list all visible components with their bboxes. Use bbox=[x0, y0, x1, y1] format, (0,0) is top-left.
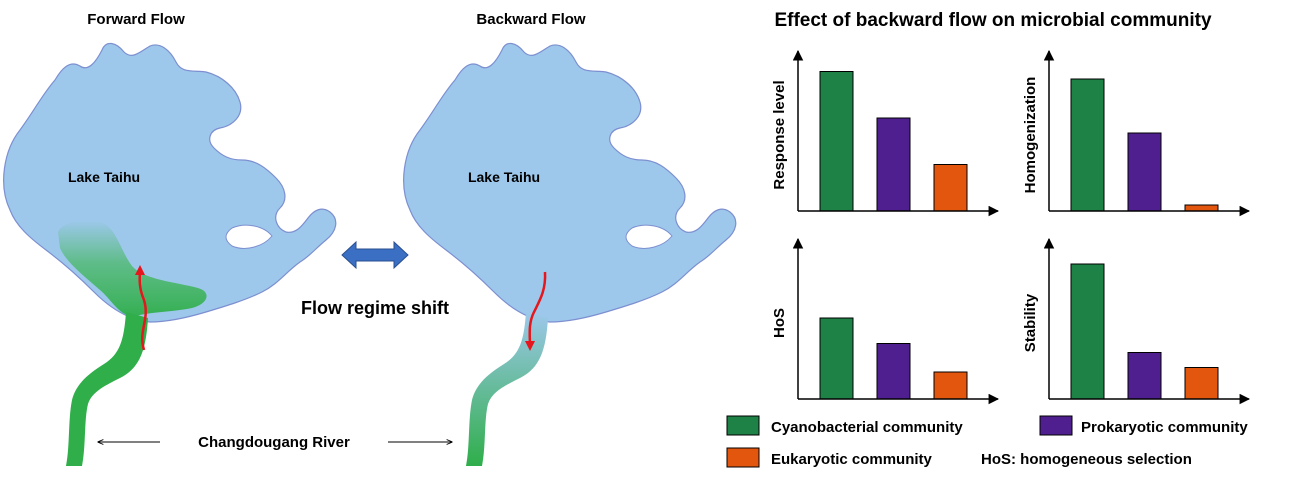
island-left bbox=[225, 224, 273, 249]
legend-label-prokaryotic: Prokaryotic community bbox=[1081, 419, 1248, 436]
backward-flow-arrow bbox=[524, 271, 547, 351]
legend-swatch-prokaryotic bbox=[1039, 415, 1073, 436]
changdougang-river-label: Changdougang River bbox=[198, 434, 350, 451]
flow-regime-shift-label: Flow regime shift bbox=[301, 298, 449, 318]
y-axis-label: Homogenization bbox=[1022, 77, 1039, 194]
bar-chart-1: Response level bbox=[771, 49, 1000, 217]
bar-prokaryotic bbox=[876, 343, 911, 400]
island-right bbox=[625, 224, 673, 249]
y-axis-label: Response level bbox=[771, 80, 788, 189]
y-axis-label: HoS bbox=[771, 308, 788, 338]
flow-regime-shift-arrow bbox=[341, 240, 409, 270]
bar-prokaryotic bbox=[1127, 352, 1162, 400]
y-axis-label: Stability bbox=[1022, 293, 1039, 352]
forward-flow-arrow bbox=[134, 265, 147, 351]
legend-label-eukaryotic: Eukaryotic community bbox=[771, 451, 933, 468]
lake-taihu-label-right: Lake Taihu bbox=[468, 169, 540, 185]
bar-chart-3: HoS bbox=[771, 237, 1000, 405]
river-right bbox=[466, 312, 548, 466]
river-left bbox=[66, 312, 148, 466]
bar-eukaryotic bbox=[933, 371, 968, 400]
lake-taihu-label-left: Lake Taihu bbox=[68, 169, 140, 185]
legend: Cyanobacterial community Prokaryotic com… bbox=[726, 415, 1248, 468]
lake-taihu-left bbox=[3, 42, 337, 323]
algal-plume-left bbox=[58, 220, 207, 317]
bar-prokaryotic bbox=[1127, 132, 1162, 212]
bar-chart-2: Homogenization bbox=[1022, 49, 1251, 217]
bar-eukaryotic bbox=[1184, 204, 1219, 212]
bar-chart-4: Stability bbox=[1022, 237, 1251, 405]
bar-cyanobacterial bbox=[1070, 78, 1105, 212]
legend-swatch-cyanobacterial bbox=[726, 415, 760, 436]
forward-flow-map: Forward Flow Lake Taihu bbox=[3, 11, 337, 466]
bar-eukaryotic bbox=[933, 164, 968, 212]
bar-cyanobacterial bbox=[819, 71, 854, 212]
forward-flow-title: Forward Flow bbox=[87, 11, 185, 28]
lake-taihu-right bbox=[403, 42, 737, 323]
backward-flow-title: Backward Flow bbox=[476, 11, 586, 28]
legend-label-cyanobacterial: Cyanobacterial community bbox=[771, 419, 963, 436]
backward-flow-map: Backward Flow Lake Taihu bbox=[403, 11, 737, 466]
chart-panel-title: Effect of backward flow on microbial com… bbox=[774, 10, 1211, 31]
bar-cyanobacterial bbox=[1070, 263, 1105, 400]
bar-cyanobacterial bbox=[819, 317, 854, 400]
bar-eukaryotic bbox=[1184, 367, 1219, 400]
bar-prokaryotic bbox=[876, 117, 911, 212]
legend-swatch-eukaryotic bbox=[726, 447, 760, 468]
legend-note-hos: HoS: homogeneous selection bbox=[981, 451, 1192, 468]
